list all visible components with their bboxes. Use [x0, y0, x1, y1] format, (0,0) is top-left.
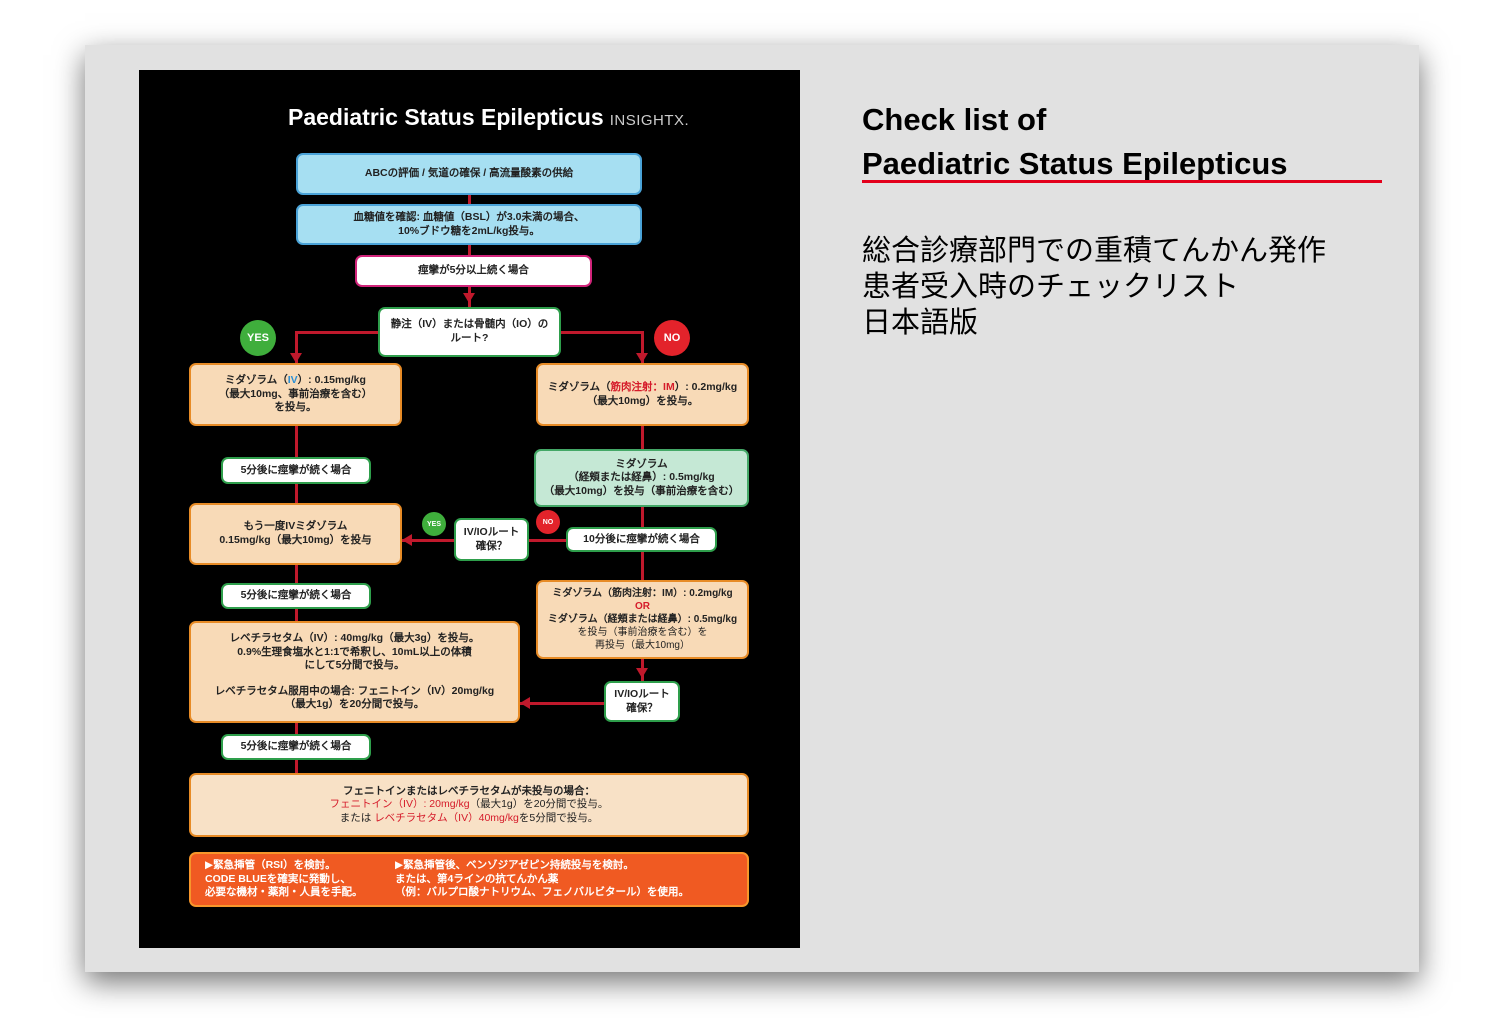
brand-logo: INSIGHTX. [609, 112, 690, 129]
connector [520, 702, 604, 705]
after-10min-box: 10分後に痙攣が続く場合 [566, 527, 717, 552]
connector [560, 331, 644, 334]
connector [468, 195, 471, 307]
midazolam-iv-box: ミダゾラム（IV）: 0.15mg/kg （最大10mg、事前治療を含む）を投与… [189, 363, 402, 426]
midazolam-im-box: ミダゾラム（筋肉注射：IM）: 0.2mg/kg （最大10mg）を投与。 [536, 363, 749, 426]
arrow-down-icon [636, 668, 648, 678]
third-line-box: フェニトインまたはレベチラセタムが未投与の場合： フェニトイン（IV）: 20m… [189, 773, 749, 837]
arrow-down-icon [290, 353, 302, 363]
ivio-question-box: IV/IOルート確保？ [604, 681, 680, 722]
yes-badge: YES [422, 512, 446, 536]
slide-title: Check list of Paediatric Status Epilepti… [862, 102, 1288, 181]
arrow-down-icon [463, 293, 475, 303]
arrow-down-icon [636, 353, 648, 363]
arrow-left-icon [402, 534, 412, 546]
after-5min-box: 5分後に痙攣が続く場合 [221, 457, 371, 484]
connector [295, 331, 298, 363]
connector [641, 426, 644, 681]
yes-badge: YES [240, 320, 276, 356]
abc-box: ABCの評価 / 気道の確保 / 高流量酸素の供給 [296, 153, 642, 195]
no-badge: NO [536, 510, 560, 534]
connector [641, 331, 644, 363]
arrow-left-icon [520, 697, 530, 709]
rsi-text: ▶緊急挿管（RSI）を検討。CODE BLUEを確実に発動し、必要な機材・薬剤・… [205, 859, 363, 899]
after-5min-box: 5分後に痙攣が続く場合 [221, 734, 371, 760]
title-underline [862, 180, 1382, 183]
escalation-box: ▶緊急挿管（RSI）を検討。CODE BLUEを確実に発動し、必要な機材・薬剤・… [189, 852, 749, 907]
slide-subtitle: 総合診療部門での重積てんかん発作 患者受入時のチェックリスト 日本語版 [862, 235, 1327, 339]
seizure-5min-box: 痙攣が5分以上続く場合 [355, 255, 592, 287]
after-5min-box: 5分後に痙攣が続く場合 [221, 583, 371, 609]
post-intubation-text: ▶緊急挿管後、ベンゾジアゼピン持続投与を検討。または、第4ラインの抗てんかん薬（… [395, 859, 689, 899]
bsl-box: 血糖値を確認: 血糖値（BSL）が3.0未満の場合、10%ブドウ糖を2mL/kg… [296, 204, 642, 245]
connector [295, 331, 379, 334]
midazolam-buccal-box: ミダゾラム（経頬または経鼻）: 0.5mg/kg（最大10mg）を投与（事前治療… [534, 449, 749, 507]
no-badge: NO [654, 320, 690, 356]
route-question-box: 静注（IV）または骨髄内（IO）のルート? [378, 307, 561, 357]
levetiracetam-box: レベチラセタム（IV）: 40mg/kg（最大3g）を投与。0.9%生理食塩水と… [189, 621, 520, 723]
ivio-question-box: IV/IOルート確保？ [454, 518, 529, 561]
